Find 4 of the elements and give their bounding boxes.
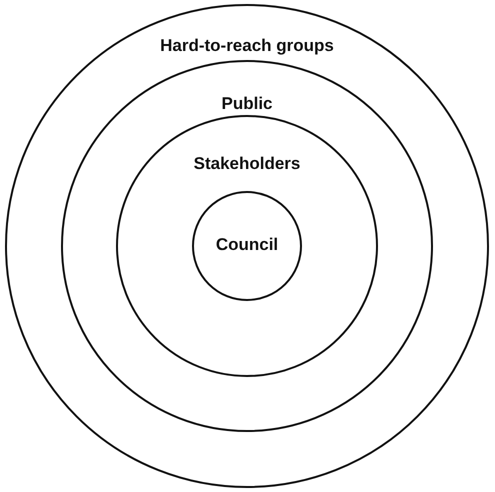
circle-label: Council — [216, 235, 278, 255]
circle-label: Stakeholders — [194, 154, 300, 174]
circle-label: Public — [221, 94, 272, 114]
circle-label: Hard-to-reach groups — [160, 36, 334, 56]
